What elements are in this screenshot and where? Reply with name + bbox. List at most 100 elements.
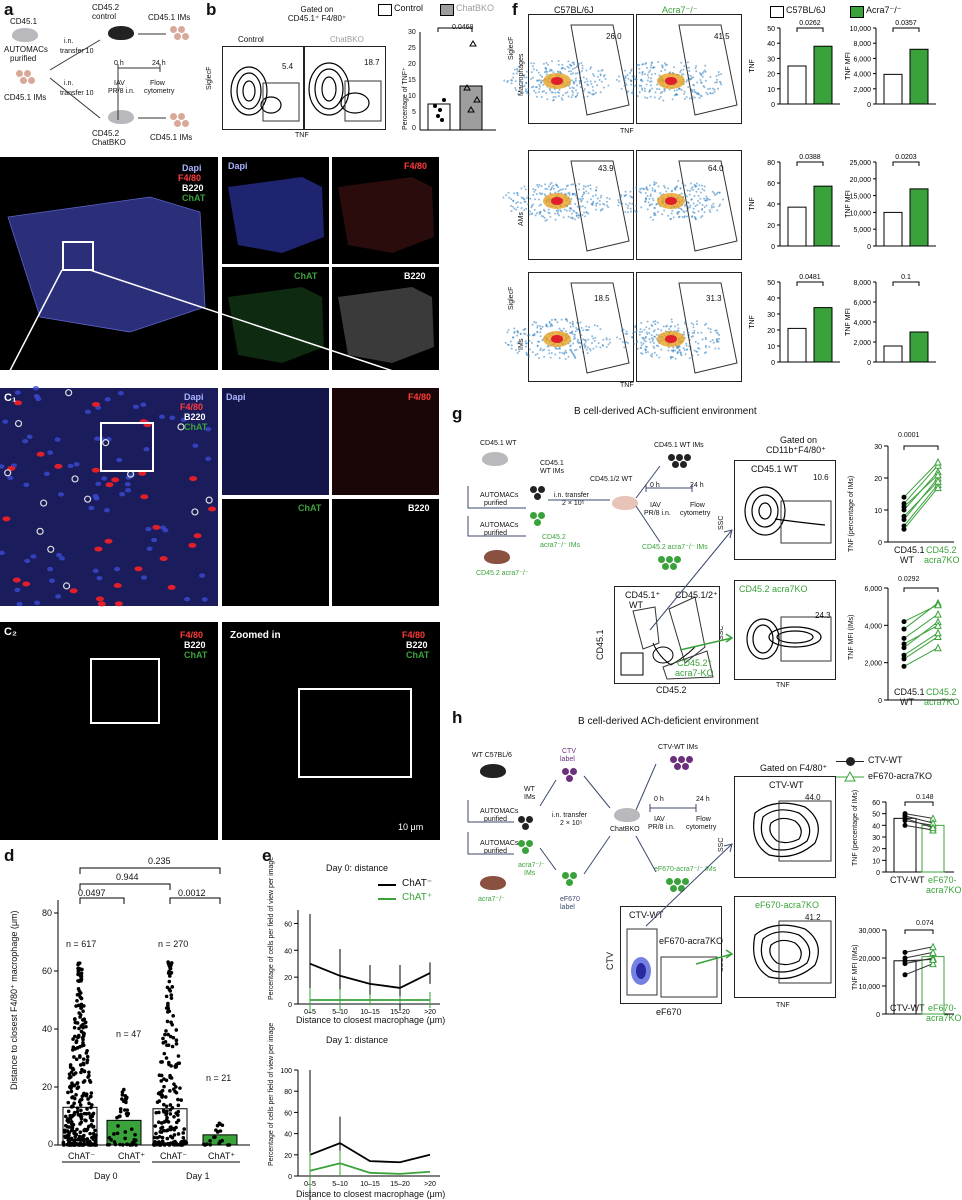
- f-event: [523, 185, 526, 188]
- f-event: [523, 209, 526, 212]
- f-event: [669, 357, 672, 360]
- b-col-chatbko: ChatBKO: [330, 35, 364, 44]
- f-event: [677, 179, 680, 182]
- f-tnf2: TNF: [620, 382, 634, 389]
- f-event: [699, 78, 702, 81]
- b-cell: [62, 582, 71, 590]
- f-event: [706, 93, 709, 96]
- f-event: [662, 325, 665, 328]
- f-event: [709, 328, 712, 331]
- f-event: [655, 344, 658, 347]
- f-pval: 0.0203: [895, 154, 917, 161]
- f-event: [541, 75, 544, 78]
- h-tnf: TNF: [776, 1002, 790, 1009]
- g-title: B cell-derived ACh-sufficient environmen…: [574, 406, 757, 417]
- d-point: [122, 1087, 126, 1092]
- h-legend-line1: [836, 761, 864, 762]
- f-event: [650, 80, 653, 83]
- f-event: [542, 62, 545, 65]
- f-event: [513, 207, 516, 210]
- f-event: [571, 86, 574, 89]
- f-event: [651, 352, 654, 355]
- d-point: [91, 1111, 96, 1116]
- f-gate: [570, 24, 630, 116]
- f-event: [571, 67, 574, 70]
- f-event: [542, 83, 545, 86]
- c1-tile-f480: F4/80: [332, 388, 439, 495]
- f-event: [540, 81, 543, 84]
- f-event: [521, 85, 524, 88]
- d-point: [67, 1125, 72, 1129]
- h-legend-tri: [836, 770, 864, 782]
- f-event: [583, 211, 586, 214]
- d-point: [166, 1010, 170, 1014]
- g-point-ko: [934, 621, 942, 629]
- g-pair-line: [903, 613, 939, 639]
- h-ytick-label: 50: [872, 812, 880, 819]
- f-event: [593, 80, 596, 83]
- nucleus-cell: [94, 436, 101, 441]
- f-event: [662, 99, 665, 102]
- f-bar-ko: [813, 185, 833, 247]
- d-point: [79, 1116, 84, 1121]
- c2z-chat: ChAT: [406, 650, 430, 660]
- f-event: [704, 199, 707, 202]
- f-event: [567, 355, 570, 358]
- f-event: [654, 323, 657, 326]
- f-event: [539, 325, 542, 328]
- f-event: [583, 343, 586, 346]
- f-event: [570, 197, 573, 200]
- g-cd451: CD45.1: [540, 460, 564, 467]
- panel-label-h: h: [452, 708, 463, 727]
- d-point: [115, 1115, 119, 1120]
- f-event: [624, 333, 627, 336]
- cell-icon: [534, 519, 541, 526]
- g-p2: 0.0292: [898, 576, 920, 583]
- f-event: [532, 68, 535, 71]
- c1-tile-b220-label: B220: [408, 503, 430, 513]
- h-pair-line: [904, 813, 934, 819]
- h-ytick-label: 0: [876, 1012, 880, 1019]
- d-point: [77, 992, 81, 997]
- f-event: [525, 70, 528, 73]
- d-point: [163, 1040, 168, 1044]
- h-acraims2: IMs: [524, 870, 536, 877]
- f-event: [694, 218, 697, 221]
- c-tile-chat-label: ChAT: [294, 271, 318, 281]
- d-point: [159, 1130, 164, 1135]
- d-point: [71, 1122, 75, 1127]
- nucleus-cell: [14, 587, 21, 593]
- f-event: [510, 204, 513, 207]
- f-event: [535, 79, 538, 82]
- d-point: [91, 1137, 96, 1142]
- d-point: [68, 1142, 73, 1147]
- f-event: [715, 193, 718, 196]
- f-bar-ko: [909, 48, 929, 105]
- mouse-icon: [108, 26, 134, 40]
- f-event: [631, 202, 634, 205]
- f-event: [513, 327, 516, 330]
- nucleus-cell: [119, 492, 126, 497]
- b-xlab-flow: TNF: [295, 132, 309, 139]
- f-event: [555, 347, 558, 350]
- f-ylabel: TNF: [749, 315, 756, 329]
- f-event: [652, 320, 655, 323]
- g-acra: acra7⁻/⁻ IMs: [540, 542, 581, 549]
- f-event: [558, 357, 561, 360]
- f-event: [631, 332, 634, 335]
- f-event: [581, 195, 584, 198]
- f-event: [699, 191, 702, 194]
- cell-icon: [658, 556, 665, 563]
- d-point: [179, 1098, 183, 1102]
- e-xtick-label: 10–15: [360, 1009, 380, 1016]
- f-event: [564, 92, 567, 95]
- h-wtims: WT: [524, 786, 535, 793]
- cell-icon: [182, 120, 189, 127]
- e-xlabel2: Distance to closest macrophage (μm): [296, 1189, 446, 1199]
- f-event: [624, 203, 627, 206]
- f-event: [570, 348, 573, 351]
- f-event: [595, 204, 598, 207]
- f-event: [573, 82, 576, 85]
- f-event: [516, 334, 519, 337]
- g-ylab2: TNF MFI (IMs): [848, 614, 855, 661]
